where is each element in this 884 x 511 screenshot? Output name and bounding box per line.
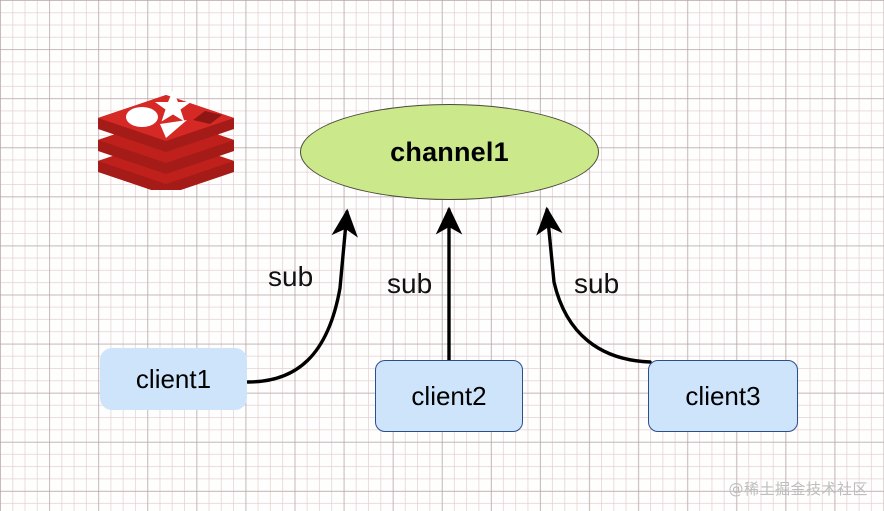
redis-mark-square	[193, 111, 222, 124]
client3-label: client3	[685, 380, 761, 411]
redis-mark-star	[155, 90, 191, 122]
redis-mark-ellipse	[126, 107, 158, 127]
client1-label: client1	[135, 363, 212, 394]
edge-label-client2-sub: sub	[387, 268, 433, 299]
redis-mark-triangle	[160, 120, 187, 138]
node-client3[interactable]: client3	[648, 360, 798, 432]
edge-client1-to-channel1	[246, 208, 358, 384]
edge-label-client3-sub: sub	[574, 268, 620, 299]
node-client2[interactable]: client2	[375, 360, 523, 432]
channel1-label: channel1	[390, 136, 509, 167]
edge-label-client1-sub: sub	[268, 261, 314, 292]
node-channel1[interactable]: channel1	[300, 104, 599, 200]
redis-logo	[92, 78, 240, 195]
watermark: @稀土掘金技术社区	[728, 480, 868, 498]
node-client1[interactable]: client1	[100, 348, 247, 410]
client2-label: client2	[411, 380, 487, 411]
edge-client3-to-channel1	[536, 206, 652, 364]
